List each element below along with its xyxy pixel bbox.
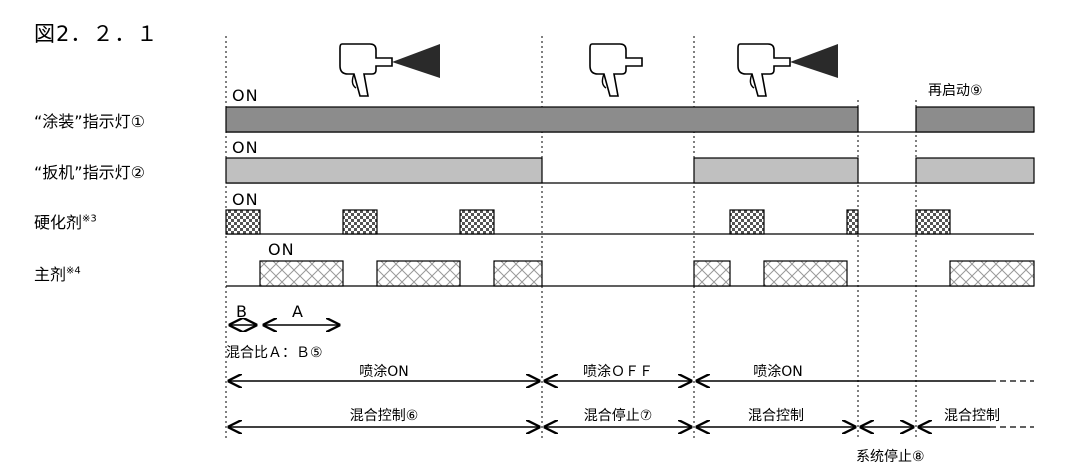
- base-label: 主剂※4: [34, 261, 81, 285]
- spray-phase-label: 喷涂ＯＦＦ: [583, 364, 653, 380]
- hardener-on-label: ON: [232, 190, 259, 209]
- spray-gun-spraying-icon: [737, 43, 838, 97]
- dimension-b-label: B: [236, 302, 247, 321]
- hardener-label-text: 硬化剂: [34, 213, 83, 232]
- mix-phase-label: 混合控制⑥: [349, 408, 419, 424]
- trigger-lamp-signal: [225, 157, 1035, 184]
- base-label-text: 主剂: [34, 265, 67, 284]
- time-markers: [225, 36, 917, 440]
- mix-phase-label: 混合控制: [944, 408, 1000, 424]
- painting-lamp-label: “涂装”指示灯①: [34, 112, 145, 131]
- base-note: ※4: [66, 265, 81, 277]
- painting-on-label: ON: [232, 86, 259, 105]
- dimension-a-label: A: [292, 302, 303, 321]
- hardener-signal: [225, 209, 1034, 235]
- hardener-note: ※3: [82, 213, 97, 225]
- restart-label: 再启动⑨: [928, 83, 983, 99]
- system-stop-label: 系统停止⑧: [856, 449, 925, 465]
- trigger-on-label: ON: [232, 138, 259, 157]
- figure-title: 図2．２．１: [34, 22, 159, 46]
- mix-phase-label: 混合控制: [748, 408, 804, 424]
- mix-phase-label: 混合停止⑦: [583, 408, 653, 424]
- painting-lamp-signal: [225, 106, 1035, 133]
- mix-ratio-label: 混合比Ａ：Ｂ⑤: [226, 345, 323, 361]
- spray-phase-label: 喷涂ON: [359, 364, 409, 380]
- spray-gun-spraying-icon: [339, 43, 440, 97]
- spray-phase-label: 喷涂ON: [753, 364, 803, 380]
- trigger-lamp-label: “扳机”指示灯②: [34, 163, 145, 182]
- base-on-label: ON: [268, 240, 295, 259]
- base-signal: [226, 260, 1035, 287]
- spray-gun-idle-icon: [589, 43, 643, 97]
- hardener-label: 硬化剂※3: [34, 209, 97, 233]
